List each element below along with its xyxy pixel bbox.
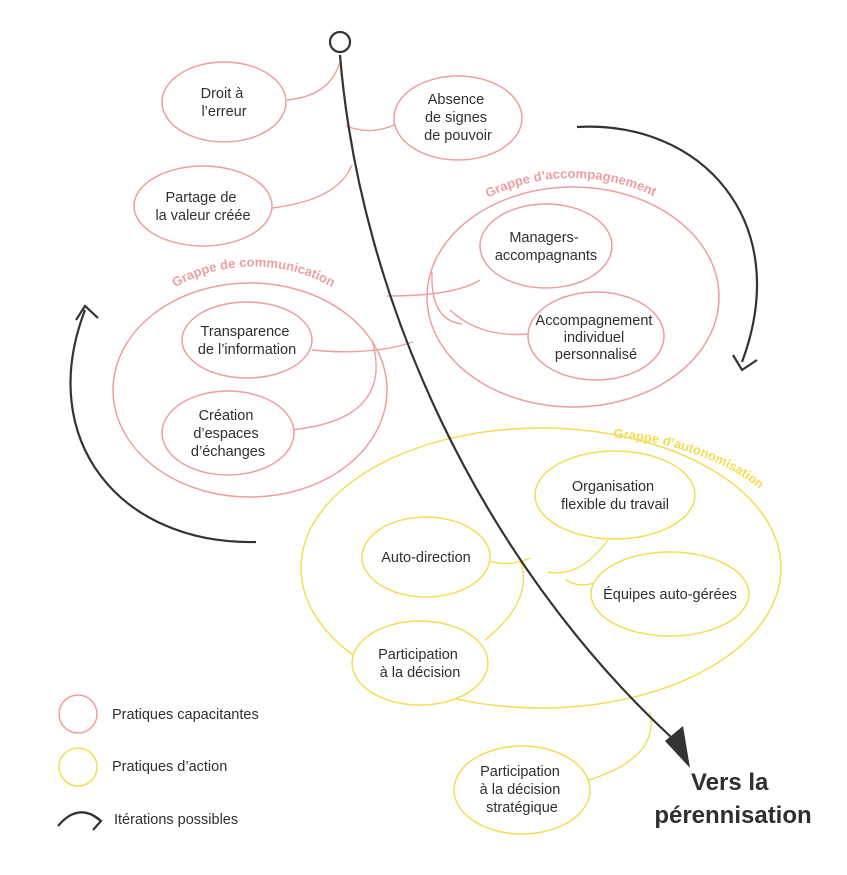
legend: Pratiques capacitantes Pratiques d’actio… bbox=[57, 694, 259, 831]
node-managers bbox=[479, 203, 613, 289]
node-organisation-label: Organisation flexible du travail bbox=[561, 479, 669, 513]
destination-label: Vers la pérennisation bbox=[654, 769, 811, 829]
node-accompagnement-label: Accompagnement individuel personnalisé bbox=[536, 313, 657, 363]
node-transparence-label: Transparence de l’information bbox=[198, 324, 296, 358]
node-partage-valeur bbox=[133, 165, 273, 247]
node-creation-espaces-label: Création d’espaces d’échanges bbox=[191, 408, 265, 460]
node-absence-signes-label: Absence de signes de pouvoir bbox=[424, 92, 492, 144]
node-participation-decision bbox=[351, 620, 489, 706]
cluster-communication-ring bbox=[112, 282, 388, 498]
cluster-accompagnement-ring bbox=[426, 186, 720, 408]
start-circle bbox=[328, 30, 352, 54]
node-organisation bbox=[534, 450, 696, 540]
node-partage-valeur-label: Partage de la valeur créée bbox=[155, 190, 250, 224]
trajectory-line bbox=[338, 54, 673, 739]
node-auto-direction-label: Auto-direction bbox=[381, 550, 470, 566]
trajectory-arrowhead bbox=[665, 726, 690, 768]
iteration-arrow-right bbox=[576, 125, 759, 372]
connectors bbox=[271, 61, 652, 783]
iteration-arrow-left bbox=[69, 304, 257, 544]
node-droit-erreur bbox=[161, 61, 287, 143]
node-auto-direction bbox=[361, 516, 491, 598]
cluster-accompagnement-label: Grappe d’accompagnement bbox=[483, 166, 660, 201]
node-participation-decision-label: Participation à la décision bbox=[378, 647, 462, 681]
cluster-communication-label: Grappe de communication bbox=[169, 254, 338, 290]
node-participation-strategique bbox=[453, 745, 591, 835]
legend-capacitantes-swatch bbox=[58, 694, 98, 734]
node-participation-strategique-label: Participation à la décision stratégique bbox=[480, 764, 565, 816]
legend-action-swatch bbox=[58, 747, 98, 787]
cluster-autonomisation-ring bbox=[300, 427, 782, 709]
node-accompagnement bbox=[527, 291, 665, 381]
legend-action-label: Pratiques d’action bbox=[112, 759, 227, 775]
node-absence-signes bbox=[393, 75, 523, 161]
node-managers-label: Managers- accompagnants bbox=[495, 230, 597, 264]
node-creation-espaces bbox=[161, 390, 295, 476]
node-droit-erreur-label: Droit à l’erreur bbox=[201, 86, 248, 120]
node-transparence bbox=[181, 301, 313, 379]
node-equipes bbox=[590, 551, 750, 637]
legend-iterations-label: Itérations possibles bbox=[114, 812, 238, 828]
legend-iteration-arrow-icon bbox=[57, 811, 103, 831]
legend-capacitantes-label: Pratiques capacitantes bbox=[112, 707, 259, 723]
node-equipes-label: Équipes auto-gérées bbox=[603, 586, 737, 603]
